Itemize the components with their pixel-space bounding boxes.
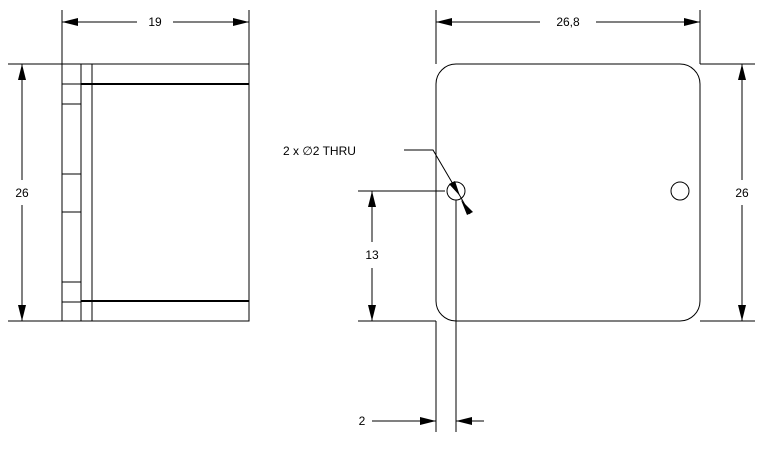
front-view-width-arrow-right	[684, 18, 700, 26]
side-view-width-label: 19	[148, 15, 162, 29]
side-view: 19 26	[8, 10, 250, 322]
front-view-hole-offset-arrow-left	[420, 417, 436, 425]
side-view-tab-middle	[61, 173, 82, 213]
front-view-hole-callout: 2 x ∅2 THRU	[283, 144, 356, 158]
front-view-hole-offset-label: 2	[359, 414, 366, 428]
front-view-hole-callout-leader	[404, 149, 461, 197]
side-view-height-arrow-top	[18, 64, 26, 80]
front-view-hole-callout-tail-arrow	[461, 200, 473, 215]
side-view-height-arrow-bottom	[18, 305, 26, 321]
front-view-hole-height-label: 13	[365, 248, 379, 262]
front-view-width-label: 26,8	[556, 15, 580, 29]
front-view-hole-height-arrow-bottom	[368, 305, 376, 321]
front-view-width-arrow-left	[436, 18, 452, 26]
side-view-height-label: 26	[15, 186, 29, 200]
side-view-body-outline	[61, 63, 250, 322]
side-view-tab-bottom	[61, 281, 82, 303]
side-view-width-arrow-right	[233, 18, 249, 26]
front-view-height-label: 26	[735, 186, 749, 200]
front-view-height-arrow-top	[738, 64, 746, 80]
front-view-hole-height-arrow-top	[368, 191, 376, 207]
side-view-tab-top	[61, 83, 82, 105]
front-view-height-arrow-bottom	[738, 305, 746, 321]
front-view-plate-outline	[435, 63, 701, 322]
front-view-hole-callout-arrow	[449, 181, 460, 196]
front-view-hole-offset-arrow-right	[456, 417, 472, 425]
side-view-width-arrow-left	[62, 18, 78, 26]
front-view-hole-right	[670, 181, 690, 201]
front-view: 26,8 26 2 x ∅2 THRU 13 2	[283, 10, 755, 432]
